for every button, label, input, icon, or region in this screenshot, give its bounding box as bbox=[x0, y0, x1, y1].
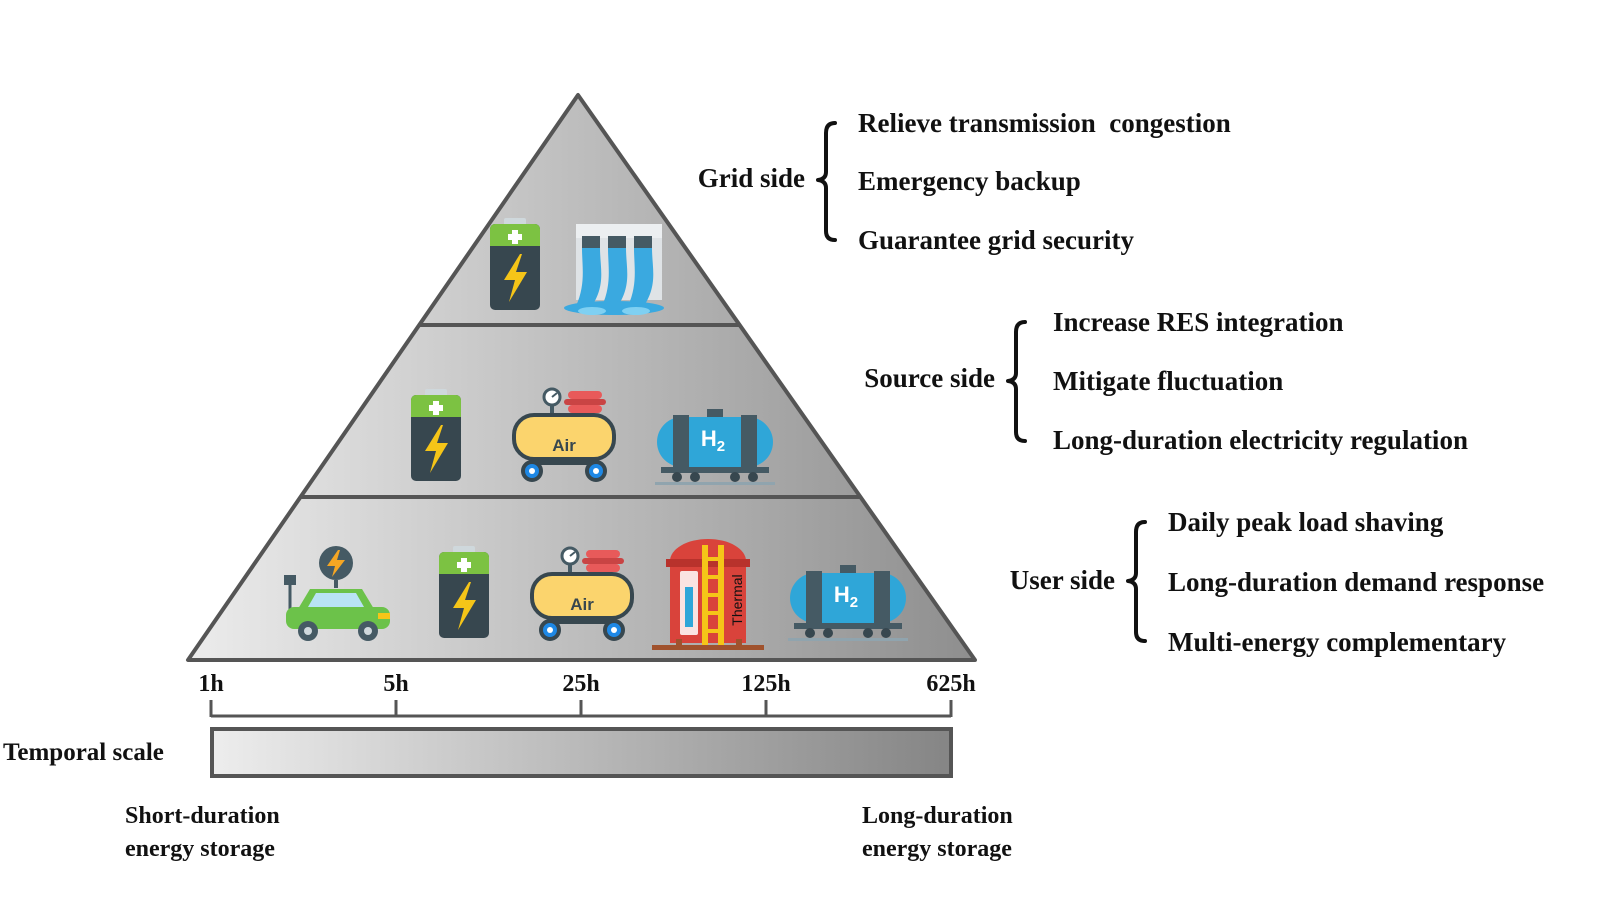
short-duration-line: Short-duration bbox=[125, 803, 280, 829]
source-side-label: Source side bbox=[864, 363, 995, 393]
h2-label: H bbox=[701, 426, 717, 451]
h2-label: H bbox=[834, 582, 850, 607]
air-compressor-icon: Air bbox=[530, 546, 634, 641]
temporal-scale-axis bbox=[209, 700, 953, 718]
hydrogen-tank-icon: H2 bbox=[655, 409, 775, 485]
svg-text:H2: H2 bbox=[834, 582, 858, 611]
temporal-scale-bar bbox=[210, 727, 953, 778]
short-duration-line: energy storage bbox=[125, 836, 275, 862]
tick-label: 5h bbox=[383, 671, 409, 697]
hydrogen-tank-icon: H2 bbox=[788, 565, 908, 641]
tick-label: 125h bbox=[741, 671, 791, 697]
pyramid-level-user: Air Thermal H2 bbox=[282, 539, 908, 650]
battery-icon bbox=[439, 546, 489, 638]
grid-side-label: Grid side bbox=[697, 163, 805, 193]
source-item: Increase RES integration bbox=[1053, 307, 1344, 337]
thermal-storage-icon: Thermal bbox=[652, 539, 764, 650]
user-item: Long-duration demand response bbox=[1168, 567, 1545, 597]
long-duration-line: energy storage bbox=[862, 836, 1012, 862]
pyramid-outline bbox=[186, 93, 977, 662]
air-compressor-label: Air bbox=[570, 595, 594, 614]
h2-subscript: 2 bbox=[850, 594, 858, 611]
source-side-brace bbox=[1006, 320, 1027, 443]
user-item: Daily peak load shaving bbox=[1168, 507, 1444, 537]
tick-label: 1h bbox=[198, 671, 224, 697]
user-item: Multi-energy complementary bbox=[1168, 627, 1507, 657]
temporal-scale-title: Temporal scale bbox=[3, 739, 164, 766]
air-compressor-label: Air bbox=[552, 436, 576, 455]
long-duration-label: Long-duration energy storage bbox=[862, 800, 1013, 866]
long-duration-line: Long-duration bbox=[862, 803, 1013, 829]
thermal-label: Thermal bbox=[729, 574, 745, 625]
pyramid-body bbox=[188, 95, 975, 660]
svg-text:H2: H2 bbox=[701, 426, 725, 455]
grid-side-brace bbox=[816, 121, 837, 242]
pyramid-level-source: Air H2 bbox=[411, 387, 775, 485]
source-item: Mitigate fluctuation bbox=[1053, 366, 1284, 396]
grid-item: Guarantee grid security bbox=[858, 225, 1134, 255]
h2-subscript: 2 bbox=[717, 438, 725, 455]
source-item: Long-duration electricity regulation bbox=[1053, 425, 1468, 455]
user-side-label: User side bbox=[1009, 565, 1115, 595]
air-compressor-icon: Air bbox=[512, 387, 616, 482]
battery-icon bbox=[411, 389, 461, 481]
short-duration-label: Short-duration energy storage bbox=[125, 800, 280, 866]
tick-label: 25h bbox=[562, 671, 600, 697]
user-side-brace bbox=[1126, 520, 1147, 643]
grid-item: Relieve transmission congestion bbox=[858, 108, 1231, 138]
battery-icon bbox=[490, 218, 540, 310]
grid-item: Emergency backup bbox=[858, 166, 1081, 196]
tick-label: 625h bbox=[926, 671, 976, 697]
